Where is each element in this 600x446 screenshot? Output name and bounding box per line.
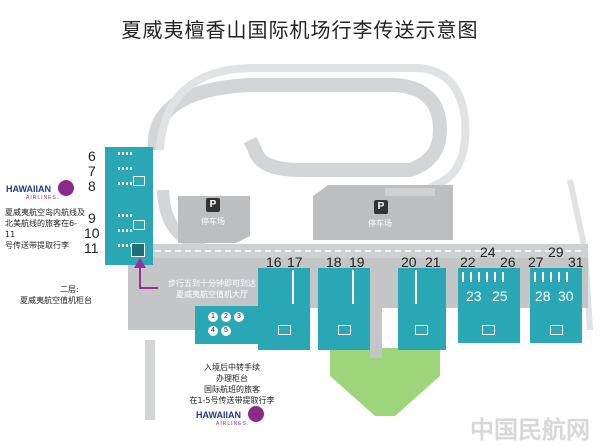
baggage-icon [550, 325, 563, 335]
hawaiian-logo-sub: AIRLINES. [26, 195, 60, 201]
carousel-30-label: 30 [558, 288, 574, 304]
carousel-stripe [478, 272, 480, 282]
concourse-walk [370, 268, 382, 358]
carousel-18-label: 18 [326, 254, 342, 270]
carousel-8-label: 8 [88, 178, 96, 194]
parking-left-icon: P [206, 198, 220, 212]
carousel-block-18-19 [318, 268, 370, 350]
carousel-17-label: 17 [287, 254, 303, 270]
intl-note-line3: 国际航班的旅客 [204, 385, 260, 394]
parking-left [178, 196, 250, 243]
terminal-left [105, 147, 153, 265]
carousel-stripe [486, 272, 488, 282]
carousel-27-label: 27 [528, 254, 544, 270]
left-gates-note-line3: 号传送带提取行李 [5, 241, 69, 250]
carousel-stripe [118, 167, 132, 170]
hawaiian-logo-icon [58, 180, 74, 196]
walk-note: 步行五到十分钟即可到达 夏威夷航空值机大厅 [162, 278, 262, 300]
parking-right-icon: P [374, 200, 388, 214]
carousel-stripe [566, 272, 568, 282]
carousel-10-label: 10 [84, 225, 100, 241]
baggage-icon [482, 325, 495, 335]
hawaiian-logo-text-bottom: HAWAIIAN [196, 410, 241, 420]
carousel-stripe [534, 272, 536, 282]
carousel-stripe [470, 272, 472, 282]
carousel-stripe [550, 272, 552, 282]
intl-building [195, 306, 263, 344]
hawaiian-logo-text: HAWAIIAN [6, 184, 51, 194]
carousel-9-label: 9 [88, 210, 96, 226]
carousel-belt-line [292, 270, 294, 304]
carousel-block-20-21 [398, 268, 446, 350]
access-road [147, 78, 448, 177]
carousel-19-label: 19 [349, 254, 365, 270]
intl-belt-3: 3 [234, 312, 244, 322]
carousel-stripe [542, 272, 544, 282]
baggage-icon [133, 220, 145, 230]
intl-note-line2: 办理柜台 [216, 374, 248, 383]
hawaiian-logo-sub-bottom: AIRLINES. [216, 421, 250, 427]
carousel-stripe [118, 182, 132, 185]
carousel-stripe [558, 272, 560, 282]
baggage-icon [278, 325, 291, 335]
carousel-block-16-17 [258, 268, 310, 350]
left-gates-note-line1: 夏威夷航空岛内航线及 [5, 208, 85, 217]
intl-belt-5: 5 [221, 326, 231, 336]
parking-left-label: 停车场 [201, 217, 225, 226]
parking-right-label: 停车场 [368, 219, 392, 228]
page-title: 夏威夷檀香山国际机场行李传送示意图 [121, 18, 479, 42]
second-floor-note: 二层: 夏威夷航空值机柜台 [20, 284, 140, 306]
carousel-belt-line [415, 270, 417, 304]
intl-belt-4: 4 [208, 326, 218, 336]
baggage-icon [133, 176, 145, 186]
carousel-block-27-31 [530, 268, 582, 343]
parking-right-top [385, 188, 435, 196]
carousel-29-label: 29 [548, 244, 564, 260]
baggage-icon [415, 325, 428, 335]
carousel-stripe [462, 272, 464, 282]
second-floor-note-line1: 二层: [60, 285, 79, 294]
watermark: 中国民航网 [470, 416, 590, 444]
intl-note-line1: 入境后中转手续 [204, 363, 260, 372]
left-gates-note-line2: 北美航线的旅客在6-11 [5, 219, 77, 239]
carousel-16-label: 16 [266, 254, 282, 270]
no-entry-icon [131, 243, 145, 257]
carousel-22-label: 22 [460, 254, 476, 270]
carousel-26-label: 26 [500, 254, 516, 270]
carousel-11-label: 11 [84, 240, 99, 256]
intl-note: 入境后中转手续 办理柜台 国际航班的旅客 在1-5号传送带提取行李 [177, 362, 287, 406]
carousel-stripe [118, 152, 132, 155]
carousel-stripe [118, 229, 132, 232]
green-field [330, 348, 440, 416]
carousel-stripe [494, 272, 496, 282]
carousel-21-label: 21 [425, 254, 441, 270]
carousel-stripe [118, 214, 132, 217]
hawaiian-logo-icon-bottom [248, 406, 264, 422]
carousel-stripe [118, 244, 132, 247]
intl-belt-1: 1 [208, 312, 218, 322]
intl-belt-2: 2 [221, 312, 231, 322]
access-road-outer [156, 64, 470, 192]
intl-note-line4: 在1-5号传送带提取行李 [189, 396, 275, 405]
carousel-28-label: 28 [535, 288, 551, 304]
carousel-31-label: 31 [568, 254, 584, 270]
carousel-belt-line [352, 270, 354, 304]
carousel-20-label: 20 [401, 254, 417, 270]
second-floor-note-line2: 夏威夷航空值机柜台 [20, 296, 92, 305]
baggage-icon [338, 325, 351, 335]
carousel-7-label: 7 [88, 163, 96, 179]
left-gates-note: 夏威夷航空岛内航线及 北美航线的旅客在6-11 号传送带提取行李 [5, 207, 85, 251]
carousel-24-label: 24 [480, 244, 496, 260]
carousel-6-label: 6 [88, 148, 96, 164]
walk-note-line2: 夏威夷航空值机大厅 [176, 290, 248, 299]
walk-note-line1: 步行五到十分钟即可到达 [168, 279, 256, 288]
carousel-stripe [502, 272, 504, 282]
carousel-23-label: 23 [466, 288, 482, 304]
access-road-loop [157, 189, 207, 251]
carousel-block-22-26 [458, 268, 520, 343]
carousel-25-label: 25 [492, 288, 508, 304]
